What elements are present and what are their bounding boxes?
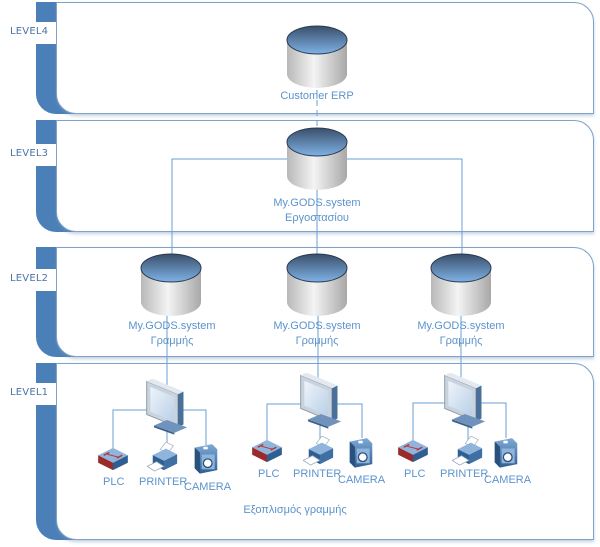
line-label-line2: Γραμμής bbox=[295, 335, 339, 347]
device-label-plc: PLC bbox=[103, 476, 125, 488]
monitor-icon bbox=[444, 373, 486, 430]
equipment-caption: Εξοπλισμός γραμμής bbox=[243, 504, 347, 516]
plc-icon bbox=[251, 439, 283, 463]
line-database-icon-2 bbox=[286, 253, 348, 317]
line-label-line1: My.GODS.system bbox=[128, 320, 216, 332]
printer-icon bbox=[147, 442, 178, 472]
erp-database-icon bbox=[286, 25, 348, 89]
line-label-line1: My.GODS.system bbox=[273, 320, 361, 332]
monitor-icon bbox=[300, 373, 342, 430]
device-label-plc: PLC bbox=[258, 468, 280, 480]
line-label-1: My.GODS.system Γραμμής bbox=[112, 319, 232, 349]
line-label-2: My.GODS.system Γραμμής bbox=[257, 319, 377, 349]
factory-label: My.GODS.system Εργοστασίου bbox=[257, 196, 377, 226]
plc-icon bbox=[97, 447, 129, 471]
device-label-camera: CAMERA bbox=[338, 474, 386, 486]
line-label-line2: Γραμμής bbox=[150, 335, 194, 347]
line-database-icon-3 bbox=[430, 253, 492, 317]
erp-label: Customer ERP bbox=[280, 90, 354, 102]
monitor-icon bbox=[146, 379, 188, 436]
line-database-icon-1 bbox=[140, 253, 202, 317]
device-label-printer: PRINTER bbox=[293, 468, 342, 480]
line-label-line1: My.GODS.system bbox=[417, 320, 505, 332]
level-label: LEVEL4 bbox=[10, 26, 49, 37]
line-label-3: My.GODS.system Γραμμής bbox=[401, 319, 521, 349]
factory-label-line1: My.GODS.system bbox=[273, 197, 361, 209]
device-label-plc: PLC bbox=[404, 468, 426, 480]
level-label: LEVEL2 bbox=[10, 273, 49, 284]
device-label-printer: PRINTER bbox=[440, 468, 489, 480]
printer-icon bbox=[452, 436, 483, 466]
level-label: LEVEL1 bbox=[10, 387, 49, 398]
printer-icon bbox=[303, 436, 334, 466]
device-label-printer: PRINTER bbox=[139, 476, 188, 488]
factory-label-line2: Εργοστασίου bbox=[285, 212, 349, 224]
camera-icon bbox=[194, 443, 218, 474]
device-label-camera: CAMERA bbox=[484, 474, 532, 486]
camera-icon bbox=[494, 437, 518, 468]
device-label-camera: CAMERA bbox=[184, 481, 232, 493]
camera-icon bbox=[349, 437, 373, 468]
factory-database-icon bbox=[286, 127, 348, 191]
level-label: LEVEL3 bbox=[10, 148, 49, 159]
plc-icon bbox=[397, 439, 429, 463]
line-label-line2: Γραμμής bbox=[439, 335, 483, 347]
